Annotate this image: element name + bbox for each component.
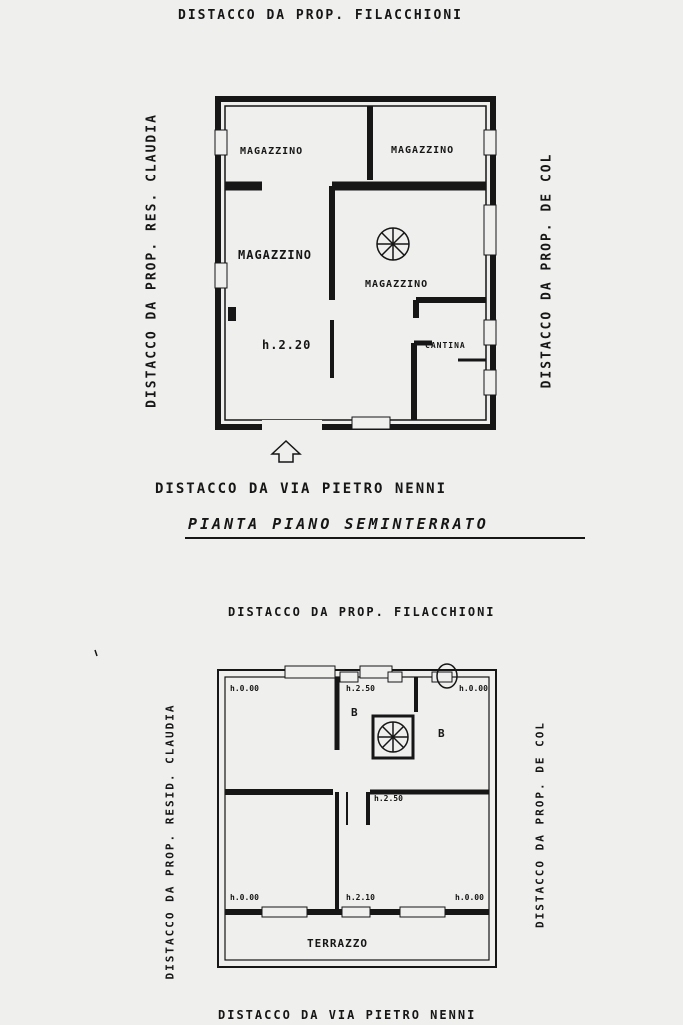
height-1: h.0.00 [230,684,259,693]
room-b-left: B [351,706,359,719]
room-magazzino-2: MAGAZZINO [391,145,455,156]
height-label: h.2.20 [262,338,312,352]
height-4: h.2.50 [374,794,403,803]
room-magazzino-4: MAGAZZINO [365,279,429,290]
height-2: h.2.50 [346,684,375,693]
room-magazzino-1: MAGAZZINO [240,146,304,157]
room-terrazzo: TERRAZZO [307,937,368,950]
plan-1-top-label: DISTACCO DA PROP. FILACCHIONI [178,8,463,23]
height-6: h.2.10 [346,893,375,902]
height-5: h.0.00 [230,893,259,902]
plan-2-top-label: DISTACCO DA PROP. FILACCHIONI [228,605,496,619]
room-b-right: B [438,727,446,740]
room-cantina: CANTINA [425,341,466,350]
height-3: h.0.00 [459,684,488,693]
plan-1-title: PIANTA PIANO SEMINTERRATO [188,515,489,533]
room-magazzino-3: MAGAZZINO [238,248,313,262]
plan-2-bottom-label: DISTACCO DA VIA PIETRO NENNI [218,1008,477,1022]
height-7: h.0.00 [455,893,484,902]
plan-1-bottom-label: DISTACCO DA VIA PIETRO NENNI [155,481,448,497]
